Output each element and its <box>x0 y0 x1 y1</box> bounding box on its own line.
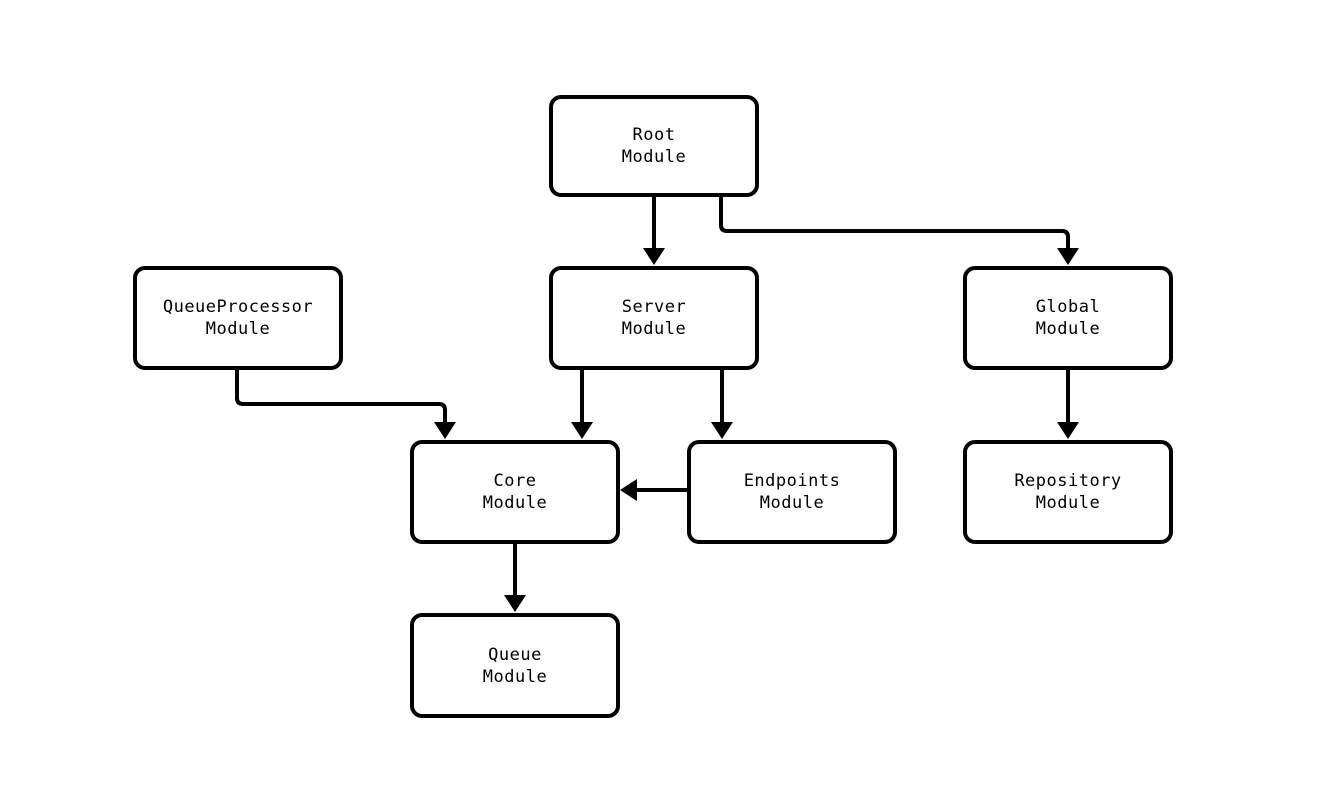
arrowhead <box>504 595 526 612</box>
edge-line <box>235 370 447 422</box>
edge-server-to-core <box>571 370 593 439</box>
node-root[interactable]: Root Module <box>549 95 759 197</box>
node-label-queueprocessor: QueueProcessor Module <box>162 297 314 339</box>
edge-root-to-server <box>643 197 665 265</box>
edge-core-to-queue <box>504 544 526 612</box>
node-queue[interactable]: Queue Module <box>410 613 620 718</box>
node-label-core: Core Module <box>482 471 548 513</box>
edge-line <box>719 197 1070 248</box>
arrowhead <box>711 422 733 439</box>
arrowhead <box>643 248 665 265</box>
node-repository[interactable]: Repository Module <box>963 440 1173 544</box>
node-server[interactable]: Server Module <box>549 266 759 370</box>
edge-root-to-global <box>719 197 1079 265</box>
node-label-root: Root Module <box>621 125 687 167</box>
node-label-endpoints: Endpoints Module <box>743 471 841 513</box>
arrowhead <box>1057 422 1079 439</box>
edge-endpoints-to-core <box>620 479 687 501</box>
node-endpoints[interactable]: Endpoints Module <box>687 440 897 544</box>
node-label-queue: Queue Module <box>482 644 548 687</box>
node-label-global: Global Module <box>1035 297 1101 339</box>
node-global[interactable]: Global Module <box>963 266 1173 370</box>
edge-server-to-endpoints <box>711 370 733 439</box>
arrowhead <box>1057 248 1079 265</box>
node-core[interactable]: Core Module <box>410 440 620 544</box>
arrowhead <box>620 479 637 501</box>
arrowhead <box>571 422 593 439</box>
node-label-server: Server Module <box>621 297 687 339</box>
node-queueprocessor[interactable]: QueueProcessor Module <box>133 266 343 370</box>
arrowhead <box>434 422 456 439</box>
edge-queueprocessor-to-core <box>235 370 456 439</box>
node-label-repository: Repository Module <box>1014 471 1122 513</box>
edge-global-to-repository <box>1057 370 1079 439</box>
